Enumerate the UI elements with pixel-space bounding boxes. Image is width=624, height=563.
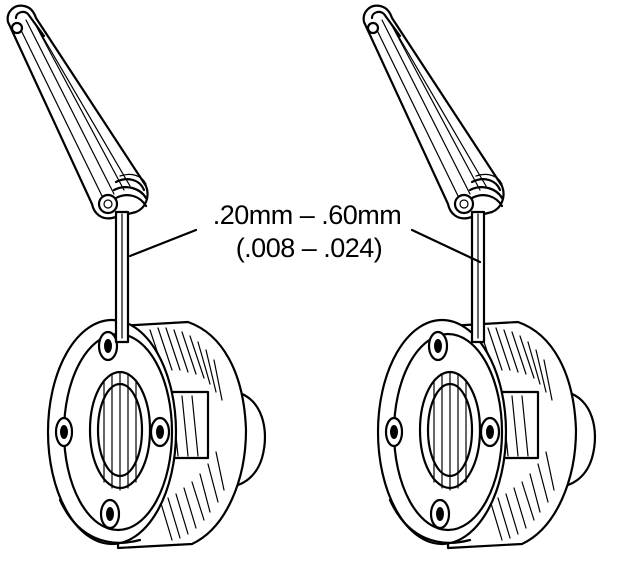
leader-line-right	[410, 228, 482, 264]
clearance-imperial-label: (.008 – .024)	[235, 233, 383, 263]
clearance-metric-label: .20mm – .60mm	[212, 200, 402, 230]
leader-line-left	[128, 228, 198, 258]
right-feeler-gauge	[362, 4, 505, 344]
left-gear-carrier	[46, 318, 267, 550]
right-gear-carrier	[376, 318, 597, 550]
left-feeler-gauge	[6, 4, 149, 344]
